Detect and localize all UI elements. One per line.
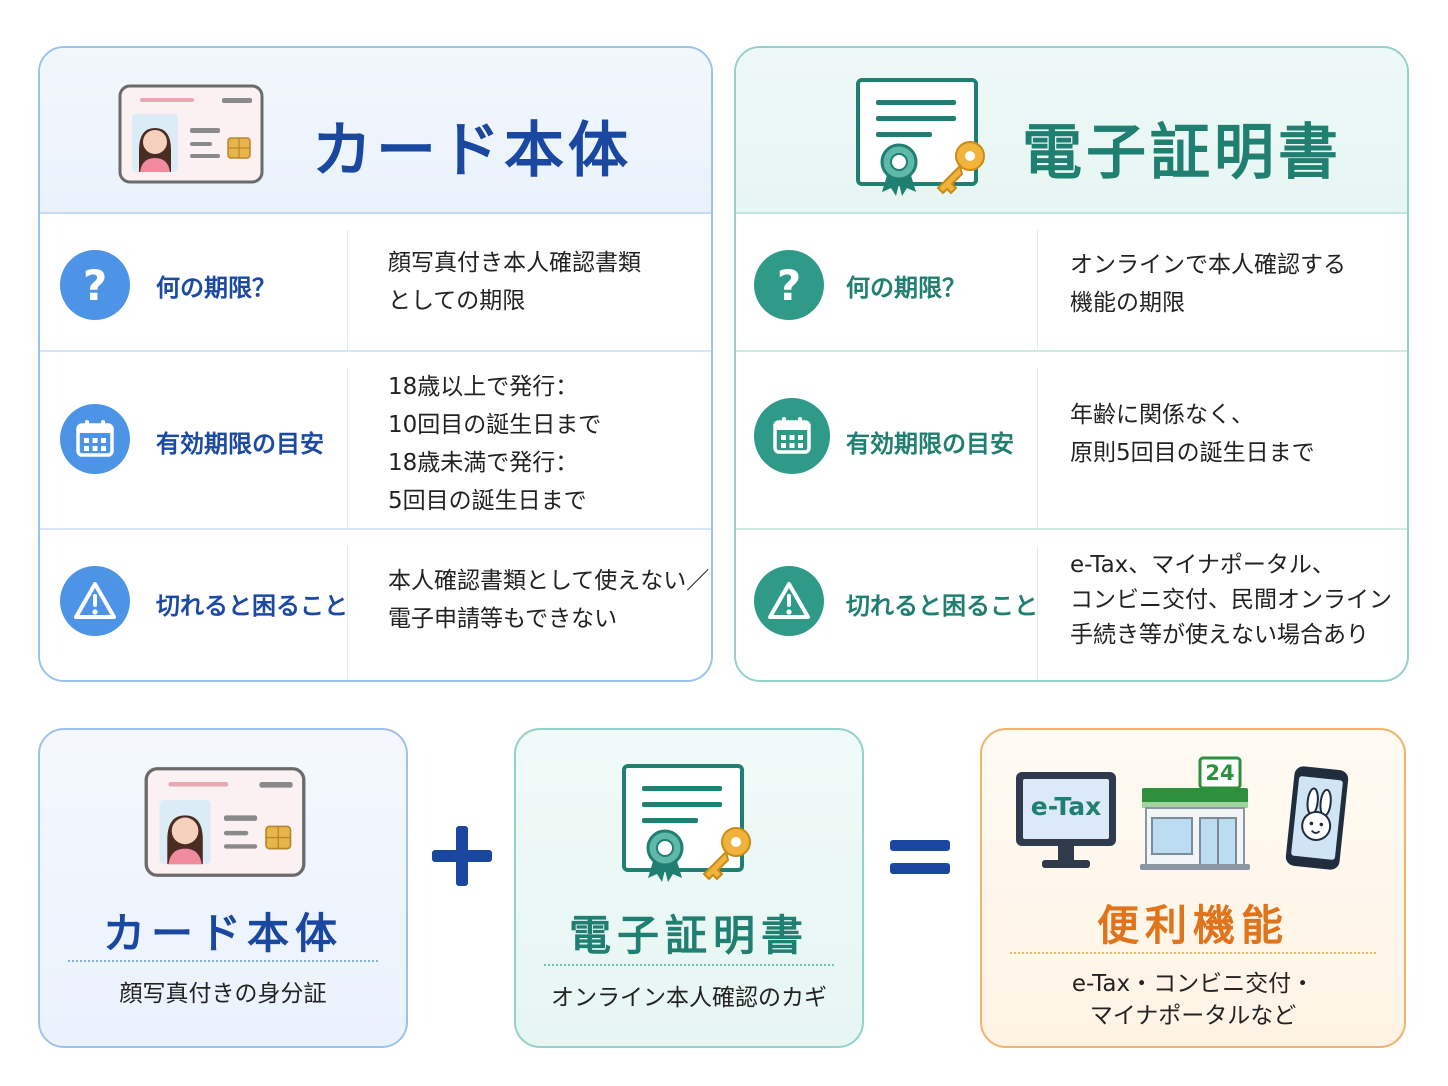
row-value: 年齢に関係なく、 原則5回目の誕生日まで (1070, 402, 1315, 466)
row-label: 何の期限？ (846, 274, 966, 302)
row-label: 何の期限？ (156, 274, 276, 302)
equals-icon (888, 836, 952, 882)
card-row-validity: 有効期限の目安 18歳以上で発行： 10回目の誕生日まで 18歳未満で発行： 5… (40, 352, 711, 530)
certificate-icon (856, 78, 985, 196)
calendar-icon (754, 398, 830, 474)
convenience-box-title: 便利機能 (1096, 901, 1289, 950)
smartphone-icon (1285, 766, 1349, 870)
card-body-box-subtitle: 顔写真付きの身分証 (119, 981, 327, 1007)
convenience-box: e-Tax 24 便利機能 e-Tax・コンビニ交付・ (980, 728, 1406, 1048)
cert-row-trouble: 切れると困ること e-Tax、マイナポータル、 コンビニ交付、民間オンライン 手… (736, 530, 1407, 680)
card-body-box-title: カード本体 (102, 909, 343, 958)
card-row-what: ? 何の期限？ 顔写真付き本人確認書類 としての期限 (40, 214, 711, 352)
card-row-trouble: 切れると困ること 本人確認書類として使えない／ 電子申請等もできない (40, 530, 711, 680)
row-label: 有効期限の目安 (156, 430, 324, 458)
convenience-store-icon: 24 (1138, 756, 1252, 872)
card-body-header: カード本体 (40, 48, 711, 214)
certificate-header: 電子証明書 (736, 48, 1407, 214)
certificate-box-title: 電子証明書 (568, 911, 809, 960)
row-value: オンラインで本人確認する 機能の期限 (1070, 252, 1346, 316)
row-value: 本人確認書類として使えない／ 電子申請等もできない (388, 568, 710, 632)
row-label: 有効期限の目安 (846, 430, 1014, 458)
question-icon: ? (754, 250, 824, 320)
row-value: e-Tax、マイナポータル、 コンビニ交付、民間オンライン 手続き等が使えない場… (1070, 552, 1392, 648)
convenience-box-subtitle: e-Tax・コンビニ交付・ マイナポータルなど (1071, 971, 1315, 1029)
certificate-box: 電子証明書 オンライン本人確認のカギ (514, 728, 864, 1048)
cert-row-validity: 有効期限の目安 年齢に関係なく、 原則5回目の誕生日まで (736, 352, 1407, 530)
cert-row-what: ? 何の期限？ オンラインで本人確認する 機能の期限 (736, 214, 1407, 352)
store-badge-number: 24 (1205, 761, 1235, 785)
certificate-box-subtitle: オンライン本人確認のカギ (551, 985, 827, 1011)
row-value: 顔写真付き本人確認書類 としての期限 (388, 250, 641, 314)
calendar-icon (60, 404, 130, 474)
card-body-title: カード本体 (312, 116, 632, 186)
row-label: 切れると困ること (156, 592, 348, 620)
row-label: 切れると困ること (846, 592, 1038, 620)
certificate-title: 電子証明書 (1022, 118, 1342, 188)
monitor-icon: e-Tax (1014, 770, 1118, 874)
monitor-label: e-Tax (1030, 792, 1102, 821)
certificate-icon (622, 764, 751, 882)
certificate-panel: 電子証明書 ? 何の期限？ オンラインで本人確認する 機能の期限 有効期限の目安 (734, 46, 1409, 682)
card-body-box: カード本体 顔写真付きの身分証 (38, 728, 408, 1048)
card-body-panel: カード本体 ? 何の期限？ 顔写真付き本人確認書類 としての期限 有効期限の目安 (38, 46, 713, 682)
svg-text:?: ? (83, 262, 107, 308)
svg-text:?: ? (777, 262, 801, 308)
question-icon: ? (60, 250, 130, 320)
id-card-icon (144, 767, 306, 877)
row-value: 18歳以上で発行： 10回目の誕生日まで 18歳未満で発行： 5回目の誕生日まで (388, 374, 602, 514)
plus-icon (428, 822, 496, 894)
warning-icon (754, 566, 824, 636)
id-card-icon (118, 84, 264, 184)
warning-icon (60, 566, 130, 636)
